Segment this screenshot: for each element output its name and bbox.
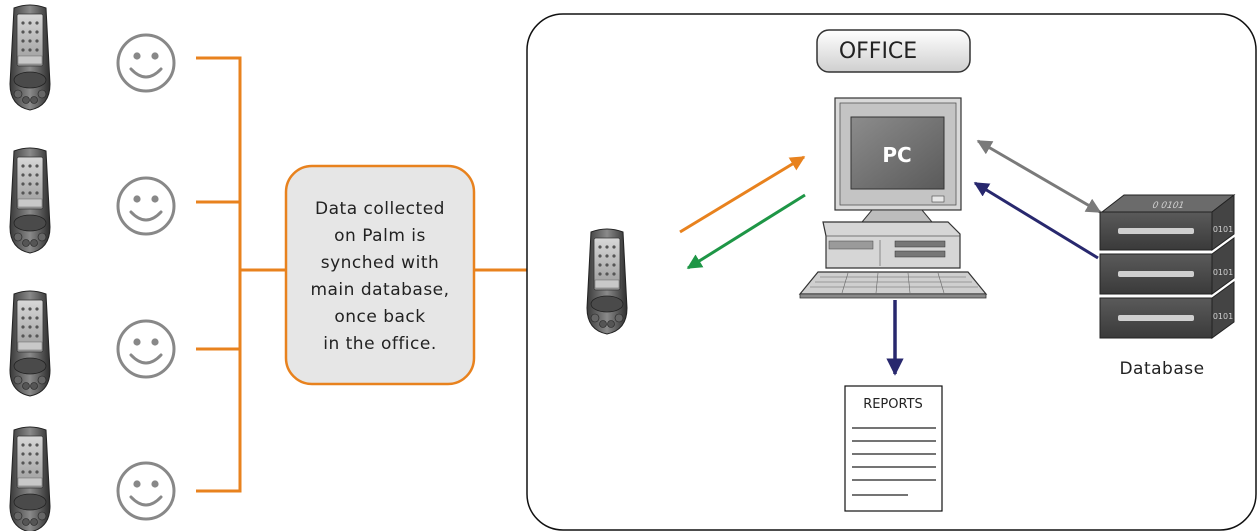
note-line-2: on Palm is (334, 226, 426, 246)
reports-label: REPORTS (863, 397, 923, 412)
database-binary-2: 0101 (1213, 268, 1233, 277)
palm-pda-icon (9, 4, 51, 111)
smiley-icon (116, 176, 176, 236)
report-document-icon: REPORTS (844, 385, 943, 512)
palm-pda-icon (9, 290, 51, 397)
orange-bracket-connector (196, 56, 286, 493)
database-stack-icon: 0 0101 0101 0101 0101 (1099, 193, 1236, 339)
database-binary-1: 0101 (1213, 225, 1233, 234)
office-tab: OFFICE (816, 29, 971, 73)
note-line-1: Data collected (315, 199, 445, 219)
smiley-icon (116, 319, 176, 379)
database-binary-top: 0 0101 (1151, 200, 1186, 211)
smiley-icon (116, 33, 176, 93)
desktop-pc-icon: PC (798, 97, 988, 299)
palm-to-pc-arrow (679, 155, 806, 234)
sync-note-box (284, 164, 476, 386)
field-user-4 (9, 426, 176, 531)
palm-pda-icon (9, 147, 51, 254)
note-line-3: synched with (321, 253, 440, 273)
note-line-5: once back (334, 307, 425, 327)
field-users (9, 4, 176, 531)
note-line-6: in the office. (323, 334, 437, 354)
pc-label: PC (882, 143, 911, 167)
pc-database-sync-arrow (976, 139, 1102, 214)
pc-to-palm-arrow (686, 193, 806, 270)
office-label: OFFICE (839, 39, 917, 64)
database-binary-3: 0101 (1213, 312, 1233, 321)
database-to-pc-arrow (973, 181, 1099, 260)
report-text-lines (852, 427, 936, 496)
field-user-1 (9, 4, 176, 111)
field-user-3 (9, 290, 176, 397)
palm-pda-icon (9, 426, 51, 531)
database-label: Database (1119, 359, 1204, 379)
smiley-icon (116, 461, 176, 521)
office-palm-pda-icon (586, 228, 628, 335)
sync-note: Data collected on Palm is synched with m… (284, 164, 476, 386)
field-user-2 (9, 147, 176, 254)
note-line-4: main database, (310, 280, 449, 300)
